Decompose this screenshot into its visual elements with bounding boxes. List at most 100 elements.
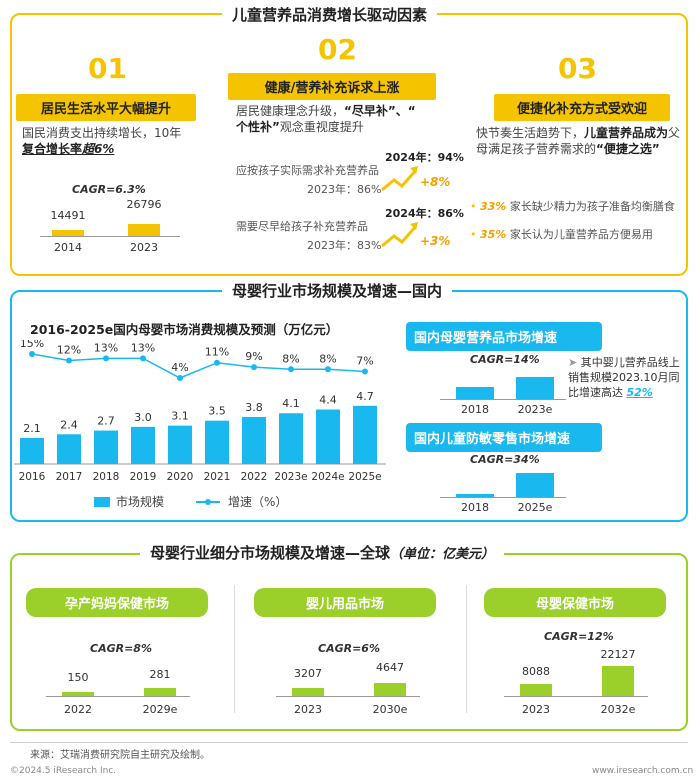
global-divider-2 [466,585,467,713]
growth-rate-point [214,359,220,366]
driver-2-banner: 健康/营养补充诉求上涨 [228,73,436,100]
legend-line-label: 增速（%） [228,495,288,509]
driver-1-x-2023: 2023 [130,241,158,254]
global-title: 母婴行业细分市场规模及增速—全球（单位：亿美元） [140,542,505,563]
x-tick-label: 2017 [56,471,83,483]
market-size-value-label: 4.4 [319,394,337,407]
market-size-bar [316,409,340,464]
baby-products-banner: 婴儿用品市场 [254,588,436,617]
driver-2-item2-2024: 2024年：86% [385,207,464,220]
global-divider-1 [234,585,235,713]
nutrition-x-2023e: 2023e [517,403,553,416]
trend-arrow-icon [381,222,418,248]
market-size-value-label: 2.1 [23,422,41,435]
anti-allergy-cagr: CAGR=34% [470,453,540,466]
growth-rate-point [288,366,294,373]
driver-2-item1-delta: +8% [420,175,451,189]
market-size-value-label: 3.1 [171,410,189,423]
x-tick-label: 2020 [167,471,194,483]
footer-divider [10,742,688,743]
market-size-bar [168,425,192,464]
driver-2-number: 02 [318,33,357,66]
baby-products-bar-2023 [292,688,324,696]
maternal-health-banner: 孕产妈妈保健市场 [26,588,208,617]
nutrition-axis [440,399,566,400]
domestic-market-chart: 2.1201615%2.4201712%2.7201813%3.0201913%… [14,340,386,483]
domestic-title: 母婴行业市场规模及增速—国内 [222,280,453,301]
driver-3-number: 03 [558,52,597,85]
market-size-bar [242,416,266,464]
growth-rate-label: 8% [282,352,299,365]
maternal-baby-health-bar-2023 [520,684,552,696]
baby-products-label-2030e: 4647 [376,661,404,674]
growth-rate-label: 9% [245,350,262,363]
growth-rate-point [140,355,146,362]
driver-1-bar-label-2023: 26796 [126,198,162,211]
driver-1-bar-2014 [52,230,84,236]
maternal-health-label-2029e: 281 [149,668,171,681]
growth-rate-label: 13% [94,341,118,354]
growth-rate-point [29,351,35,357]
growth-rate-label: 7% [356,354,373,367]
growth-rate-label: 12% [57,344,81,357]
anti-allergy-banner: 国内儿童防敏零售市场增速 [406,423,602,452]
growth-rate-point [251,364,257,371]
driver-3-banner: 便捷化补充方式受欢迎 [494,94,670,121]
driver-1-bar-label-2014: 14491 [50,209,86,222]
driver-3-stat1: • 33% 家长缺少精力为孩子准备均衡膳食 [470,200,675,213]
driver-2-item2-label: 需要尽早给孩子补充营养品 [236,220,368,233]
market-size-value-label: 3.0 [134,411,152,424]
legend-bar-label: 市场规模 [116,495,165,509]
maternal-baby-health-banner: 母婴保健市场 [484,588,666,617]
growth-rate-label: 4% [171,361,188,374]
growth-rate-label: 11% [205,346,229,359]
baby-products-x-2030e: 2030e [372,703,408,716]
growth-rate-point [177,375,183,381]
market-size-bar [353,405,377,464]
maternal-health-axis [46,696,190,697]
x-tick-label: 2016 [19,471,46,483]
growth-rate-point [325,366,331,373]
maternal-health-bar-2022 [62,692,94,696]
maternal-baby-health-x-2032e: 2032e [600,703,636,716]
maternal-baby-health-label-2032e: 22127 [600,648,636,661]
footer-copyright: ©2024.5 iResearch Inc. [10,766,117,776]
anti-allergy-bar-2025e [516,473,554,497]
driver-2-text: 居民健康理念升级，“尽早补”、“ 个性补”观念重视度提升 [236,104,416,134]
driver-1-bar-2023 [128,224,160,236]
maternal-health-bar-2029e [144,688,176,696]
anti-allergy-x-2025e: 2025e [517,501,553,514]
maternal-baby-health-axis [504,696,648,697]
driver-3-text: 快节奏生活趋势下，儿童营养品成为父母满足孩子营养需求的“便捷之选” [476,126,681,156]
driver-2-item1-2024: 2024年：94% [385,151,464,164]
driver-1-cagr: CAGR=6.3% [72,183,146,196]
market-size-bar [94,430,118,464]
maternal-baby-health-x-2023: 2023 [522,703,550,716]
growth-rate-label: 8% [319,352,336,365]
market-size-bar [279,413,303,464]
market-size-bar [20,438,44,464]
market-size-value-label: 3.8 [245,401,263,414]
x-tick-label: 2024e [311,471,344,483]
growth-rate-point [103,355,109,362]
footer-url: www.iresearch.com.cn [592,766,694,776]
trend-arrow-icon [381,166,418,192]
anti-allergy-x-2018: 2018 [461,501,489,514]
baby-products-axis [276,696,420,697]
maternal-baby-health-label-2023: 8088 [522,665,550,678]
driver-1-x-2014: 2014 [54,241,82,254]
nutrition-note: ➤ 其中婴儿营养品线上销售规模2023.10月同比增速高达 52% [568,356,680,399]
nutrition-bar-2018 [456,387,494,399]
nutrition-bar-2023e [516,377,554,399]
legend-bar-swatch [94,497,110,507]
market-size-value-label: 4.7 [356,390,374,403]
market-size-value-label: 2.4 [60,418,78,431]
driver-2-item2-delta: +3% [420,234,451,248]
x-tick-label: 2025e [348,471,381,483]
domestic-chart-title: 2016-2025e国内母婴市场消费规模及预测（万亿元） [30,322,339,337]
drivers-title: 儿童营养品消费增长驱动因素 [222,4,438,25]
market-size-bar [205,420,229,464]
baby-products-x-2023: 2023 [294,703,322,716]
maternal-health-label-2022: 150 [67,671,89,684]
x-tick-label: 2022 [241,471,268,483]
